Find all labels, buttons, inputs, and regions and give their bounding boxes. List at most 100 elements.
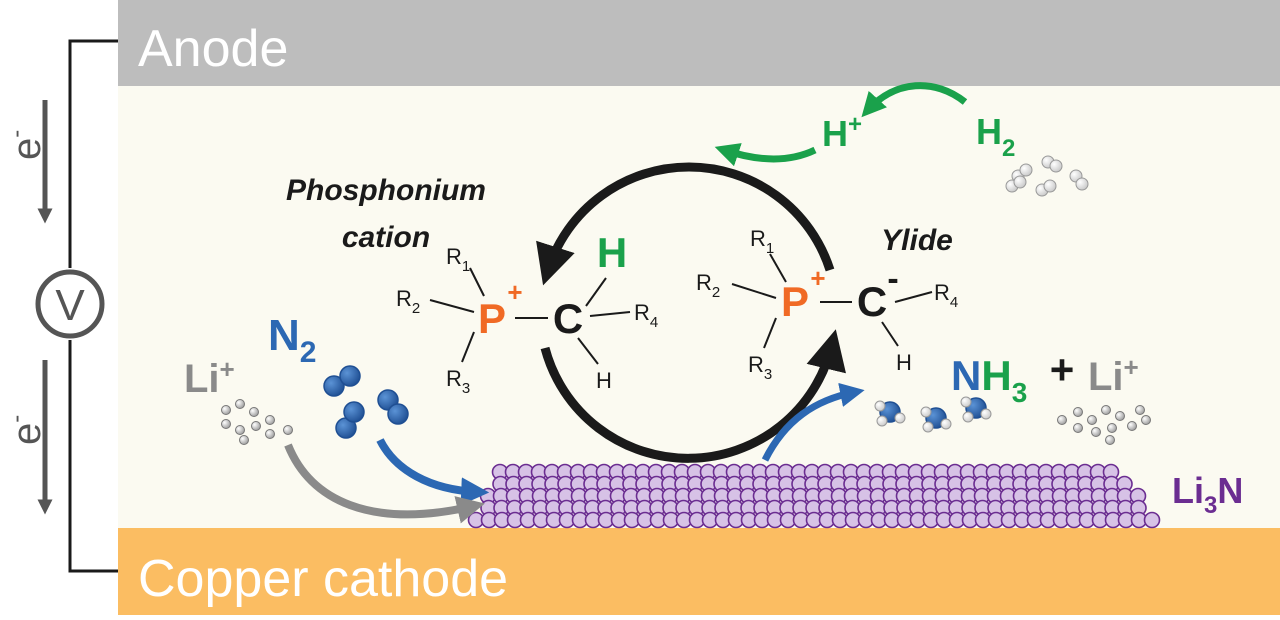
carbanion-atom: C [857,278,887,325]
proton-transfer-arrow [714,143,817,167]
negative-charge: - [887,260,898,298]
li-ion [1073,407,1083,417]
phosphonium-labels: P + C H H R1 R2 R3 R4 [396,229,658,397]
electron-label: e [5,423,49,445]
li-ion [249,407,259,417]
phosphonium-molecule [429,267,631,365]
hydrogen-atom: H [896,350,912,375]
svg-text:e-: e- [3,130,49,160]
phosphonium-label-line1: Phosphonium [286,174,486,207]
nh3-hydrogen [962,411,974,423]
li-ion [1091,427,1101,437]
n2-atom [339,365,361,387]
n2-atom [387,403,409,425]
li-ion-label-right: Li+ [1088,352,1139,399]
positive-charge: + [810,263,825,293]
li-ion [1107,423,1117,433]
nh3-molecules [874,396,992,433]
electron-flow-top: e- [3,100,53,224]
li-ion [235,425,245,435]
positive-charge: + [507,277,522,307]
ylide-label: Ylide [881,224,953,257]
external-circuit: V [35,39,118,573]
r1-group: R1 [446,244,470,275]
voltmeter-icon [35,269,105,339]
li-ion [1135,405,1145,415]
carbon-atom: C [553,295,583,342]
r3-group: R3 [446,366,470,397]
hydrogen-atom: H [596,368,612,393]
plus-sign: + [1050,346,1075,393]
li-ion-arrow [284,443,485,524]
electron-charge: - [3,130,30,138]
li-ion [1141,415,1151,425]
n2-atom [343,401,365,423]
anode-bar [118,0,1280,86]
h2-atom [1075,177,1089,191]
ylide-labels: P + C - H R1 R2 R3 R4 [696,226,958,383]
svg-text:e-: e- [3,415,49,445]
electron-charge: - [3,415,30,423]
li3n-lattice [467,463,1161,529]
electron-label: e [5,138,49,160]
nh3-hydrogen [874,400,886,412]
li-ion [1101,405,1111,415]
li-ion [1115,411,1125,421]
r3-group: R3 [748,352,772,383]
li-ion [1073,423,1083,433]
h2-atom [1013,175,1027,189]
li-ion [221,419,231,429]
li-ions-right [1057,405,1151,445]
nh3-hydrogen [922,421,934,433]
nh3-hydrogen [960,396,972,408]
li-ions-left [221,399,293,445]
li-ion [1105,435,1115,445]
n2-arrow [376,438,490,506]
nh3-hydrogen [920,406,932,418]
n2-atom [323,375,345,397]
r4-group: R4 [934,280,958,311]
li-ion [1087,415,1097,425]
nh3-hydrogen [876,415,888,427]
cathode-label: Copper cathode [138,550,508,608]
h2-molecules [1005,155,1089,197]
proton-label: H+ [822,111,862,154]
cycle-arrow-top [536,162,835,286]
electron-flow-bottom: e- [3,360,53,515]
h2-label: H2 [976,111,1015,162]
phosphorus-atom: P [781,278,809,325]
ylide-molecule [731,253,933,349]
li-ion [1057,415,1067,425]
li-ion [265,415,275,425]
r2-group: R2 [696,270,720,301]
cathode-bar [118,528,1280,615]
li-ion [235,399,245,409]
li-ion [251,421,261,431]
li-ion [283,425,293,435]
li-ion [239,435,249,445]
catalytic-cycle [536,162,846,463]
nh3-label: NH3 [951,352,1027,408]
n2-molecules [323,365,409,439]
n2-label: N2 [268,311,316,369]
li-ion [1127,421,1137,431]
li-ion-label-left: Li+ [184,354,235,401]
h2-atom [1043,179,1057,193]
cycle-arrow-bottom [540,329,846,463]
nh3-hydrogen [894,412,906,424]
h2-atom [1049,159,1063,173]
nh3-hydrogen [940,418,952,430]
phosphorus-atom: P [478,295,506,342]
nh3-hydrogen [980,408,992,420]
r1-group: R1 [750,226,774,257]
li-ion [265,429,275,439]
anode-label: Anode [138,20,288,78]
ammonia-release-arrow [761,382,865,462]
li3n-label: Li3N [1172,470,1243,519]
lattice-atom [1143,511,1161,529]
li-ion [221,405,231,415]
r4-group: R4 [634,300,658,331]
acidic-hydrogen: H [597,229,627,276]
